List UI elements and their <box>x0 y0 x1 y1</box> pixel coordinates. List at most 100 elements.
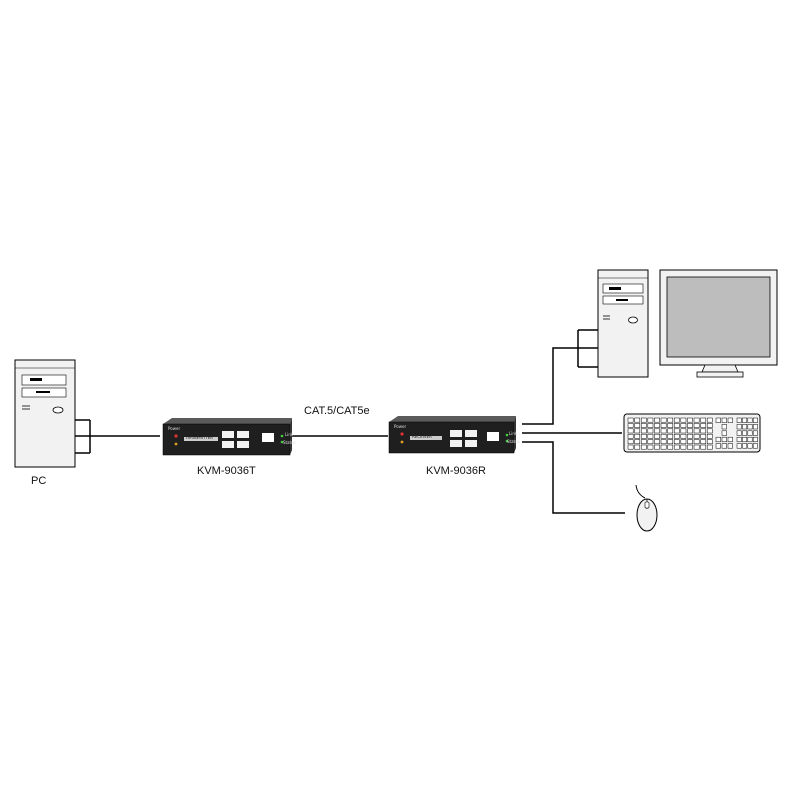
keyboard-key <box>715 443 721 449</box>
kvm-transmitter-icon <box>162 418 292 456</box>
keyboard-key <box>647 417 654 423</box>
keyboard-key <box>742 417 748 423</box>
keyboard-key <box>693 439 700 445</box>
keyboard-key <box>752 424 758 430</box>
keyboard-key <box>647 433 654 439</box>
keyboard-key <box>752 417 758 423</box>
keyboard-key <box>706 423 713 428</box>
mouse-icon <box>635 484 658 532</box>
keyboard-key <box>680 423 687 428</box>
keyboard-key <box>680 439 687 445</box>
receiver-plate-label: RECEIVER <box>412 434 432 439</box>
keyboard-key <box>747 436 753 443</box>
keyboard-key <box>680 433 687 439</box>
keyboard-key <box>627 428 634 434</box>
keyboard-key <box>706 444 713 450</box>
keyboard-key <box>706 433 713 439</box>
keyboard-key <box>627 423 634 428</box>
keyboard-key <box>660 444 667 450</box>
keyboard-key <box>721 430 727 436</box>
transmitter-label: KVM-9036T <box>197 465 256 477</box>
keyboard-key <box>693 423 700 428</box>
keyboard-key <box>687 439 693 445</box>
remote-tower-icon <box>597 269 649 378</box>
keyboard-key <box>673 428 680 434</box>
keyboard-key <box>693 444 700 450</box>
keyboard-key <box>721 436 727 443</box>
keyboard-key <box>736 436 742 443</box>
keyboard-key <box>660 417 667 423</box>
keyboard-key <box>727 443 733 449</box>
pc-label: PC <box>31 475 47 487</box>
keyboard-key <box>747 417 753 423</box>
pc-to-transmitter-cable <box>75 419 160 454</box>
keyboard-key <box>640 444 647 450</box>
monitor-icon <box>659 269 778 378</box>
receiver-status-label: Status <box>507 439 520 444</box>
receiver-output-cables <box>522 329 625 514</box>
keyboard-key <box>667 423 674 428</box>
keyboard-key <box>706 417 713 423</box>
transmitter-plate-label: TRANSMITTER <box>185 435 214 440</box>
keyboard-key <box>706 439 713 445</box>
keyboard-key <box>742 424 748 430</box>
keyboard-key <box>647 423 654 428</box>
receiver-link-label: Link <box>509 431 518 436</box>
keyboard-key <box>634 423 641 428</box>
keyboard-key <box>654 439 660 445</box>
keyboard-key <box>647 428 654 434</box>
keyboard-key <box>736 443 742 449</box>
keyboard-key <box>680 428 687 434</box>
keyboard-key <box>721 417 727 423</box>
keyboard-key <box>736 430 742 436</box>
keyboard-key <box>640 433 647 439</box>
keyboard-key <box>693 433 700 439</box>
keyboard-key <box>687 428 693 434</box>
keyboard-key <box>627 444 634 450</box>
keyboard-key <box>752 430 758 436</box>
keyboard-key <box>742 430 748 436</box>
keyboard-key <box>687 423 693 428</box>
keyboard-key <box>660 439 667 445</box>
keyboard-key <box>654 428 660 434</box>
receiver-power-label: Power <box>394 424 407 429</box>
pc-tower-icon <box>14 359 76 468</box>
keyboard-key <box>747 430 753 436</box>
keyboard-key <box>673 444 680 450</box>
keyboard-key <box>640 428 647 434</box>
keyboard-key <box>673 439 680 445</box>
keyboard-key <box>693 417 700 423</box>
keyboard-key <box>680 417 687 423</box>
keyboard-key <box>634 439 641 445</box>
keyboard-key <box>693 428 700 434</box>
keyboard-key <box>673 417 680 423</box>
keyboard-key <box>687 444 693 450</box>
keyboard-key <box>752 443 758 449</box>
keyboard-key <box>721 443 727 449</box>
keyboard-key <box>654 417 660 423</box>
keyboard-key <box>667 417 674 423</box>
keyboard-key <box>667 428 674 434</box>
keyboard-key <box>721 424 727 430</box>
keyboard-key <box>700 428 707 434</box>
keyboard-key <box>687 417 693 423</box>
keyboard-key <box>627 433 634 439</box>
keyboard-key <box>747 424 753 430</box>
keyboard-key <box>715 417 721 423</box>
keyboard-key <box>654 444 660 450</box>
keyboard-key <box>634 444 641 450</box>
keyboard-key <box>736 424 742 430</box>
keyboard-key <box>747 443 753 449</box>
kvm-receiver-icon <box>388 416 516 454</box>
keyboard-key <box>673 433 680 439</box>
keyboard-key <box>727 417 733 423</box>
keyboard-key <box>667 439 674 445</box>
transmitter-link-label: Link <box>285 432 294 437</box>
keyboard-key <box>736 417 742 423</box>
keyboard-key <box>660 433 667 439</box>
keyboard-key <box>742 443 748 449</box>
keyboard-key <box>752 436 758 443</box>
keyboard-key <box>660 423 667 428</box>
keyboard-key <box>700 433 707 439</box>
keyboard-key <box>700 439 707 445</box>
